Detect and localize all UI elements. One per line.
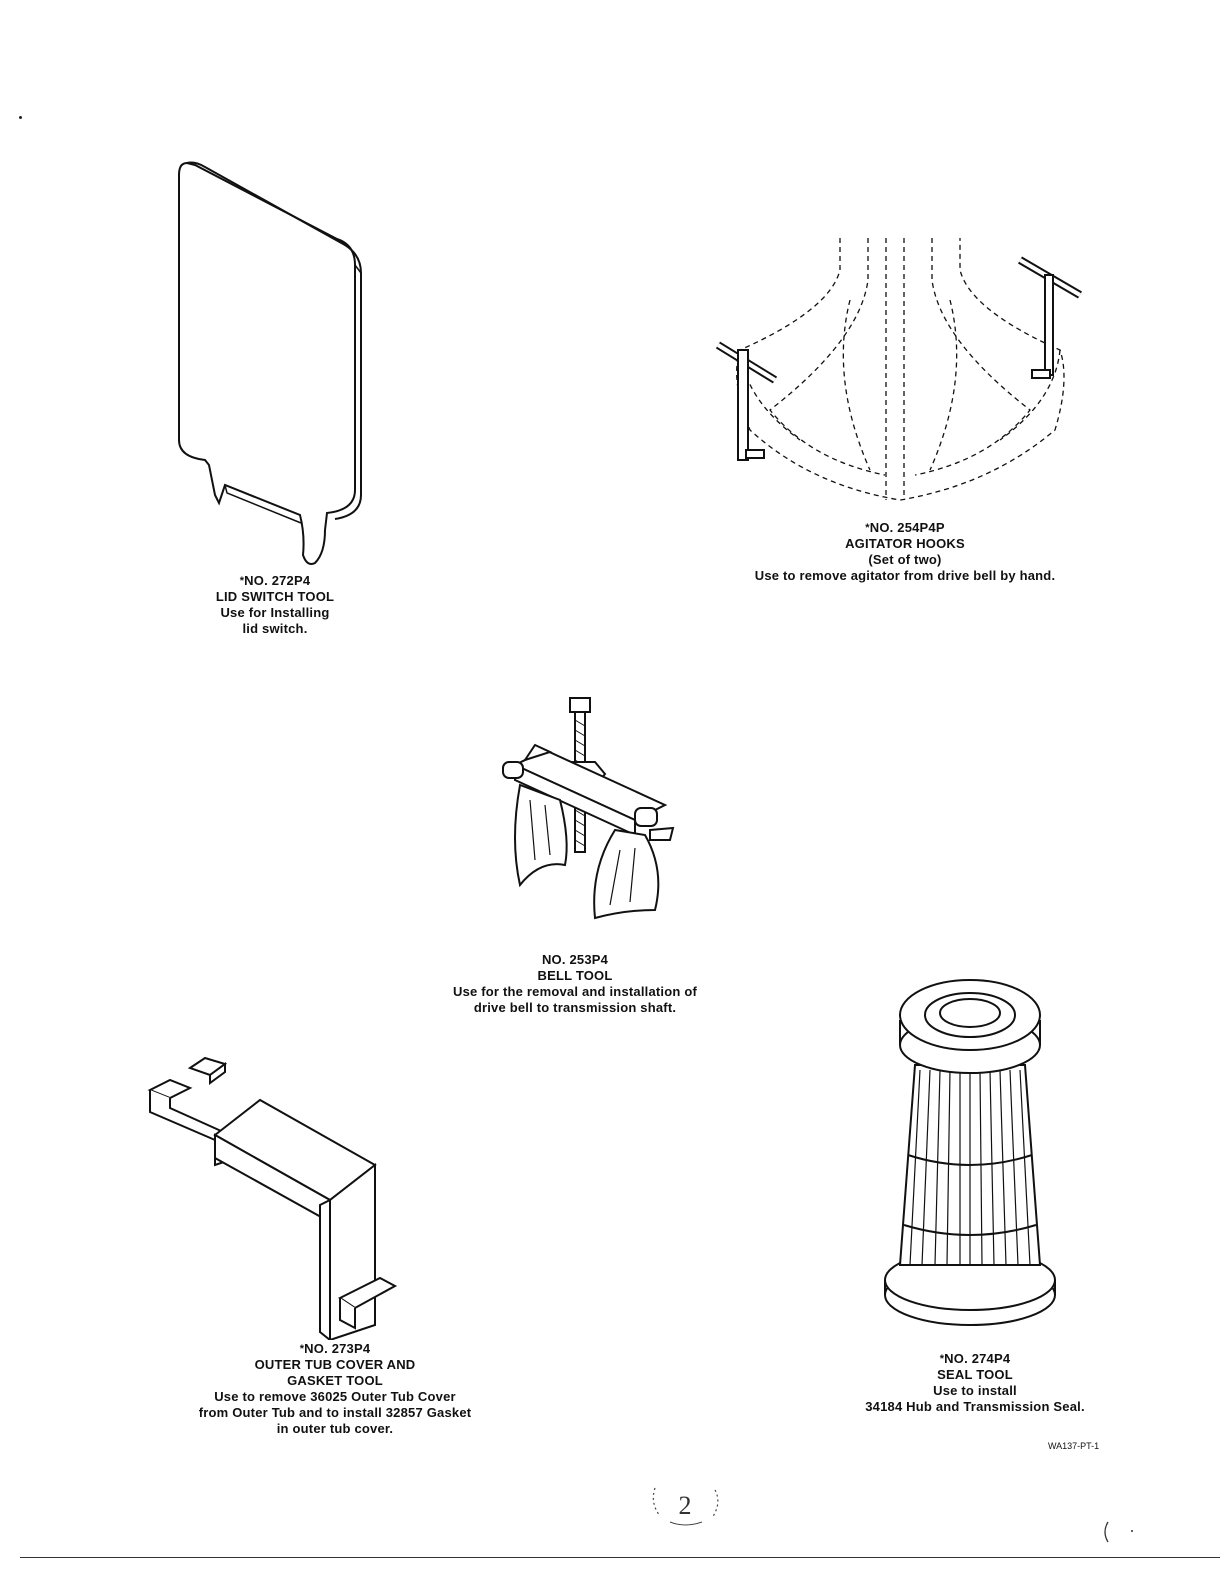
seal-tool-illustration [880,965,1060,1345]
tool-description: drive bell to transmission shaft. [473,1000,677,1015]
tool-name: BELL TOOL [537,968,613,983]
footnote-star: * [865,522,870,534]
tool-description: in outer tub cover. [276,1421,394,1436]
document-code: WA137-PT-1 [1048,1441,1100,1451]
outer-tub-tool-caption: *NO. 273P4 OUTER TUB COVER AND GASKET TO… [150,1341,520,1437]
agitator-hooks-illustration [710,230,1090,510]
lid-switch-tool-illustration [165,155,375,575]
tool-description: Use to remove agitator from drive bell b… [754,568,1056,583]
tool-description: lid switch. [242,621,308,636]
tool-description: Use to install [933,1383,1017,1398]
page-number: 2 [679,1491,692,1520]
tool-name: AGITATOR HOOKS [845,536,965,551]
stray-dot [19,116,22,119]
tool-description: Use to remove 36025 Outer Tub Cover [214,1389,456,1404]
tool-name: GASKET TOOL [287,1373,383,1388]
agitator-hooks-caption: *NO. 254P4P AGITATOR HOOKS (Set of two) … [700,520,1110,584]
part-number: NO. 272P4 [244,573,311,588]
footnote-star: * [239,575,245,587]
footnote-star: * [299,1343,305,1355]
bottom-rule [20,1557,1220,1558]
part-number: NO. 253P4 [541,952,609,967]
tool-description: Use for the removal and installation of [452,984,697,999]
seal-tool-caption: *NO. 274P4 SEAL TOOL Use to install 3418… [820,1351,1130,1415]
part-number: NO. 274P4 [944,1351,1011,1366]
part-number: NO. 273P4 [304,1341,371,1356]
tool-description: 34184 Hub and Transmission Seal. [865,1399,1085,1414]
tool-description: from Outer Tub and to install 32857 Gask… [198,1405,472,1420]
page-number-mark: 2 [640,1478,730,1538]
stray-mark [1098,1517,1138,1552]
part-number: NO. 254P4P [869,520,945,535]
bell-tool-caption: NO. 253P4 BELL TOOL Use for the removal … [410,952,740,1016]
bell-tool-illustration [495,690,685,930]
tool-name: OUTER TUB COVER AND [254,1357,416,1372]
tool-qualifier: (Set of two) [868,552,942,567]
outer-tub-tool-illustration [135,1050,410,1340]
tool-name: SEAL TOOL [937,1367,1013,1382]
lid-switch-tool-caption: *NO. 272P4 LID SWITCH TOOL Use for Insta… [170,573,380,637]
tool-name: LID SWITCH TOOL [215,589,335,604]
footnote-star: * [939,1353,945,1365]
tool-description: Use for Installing [220,605,330,620]
